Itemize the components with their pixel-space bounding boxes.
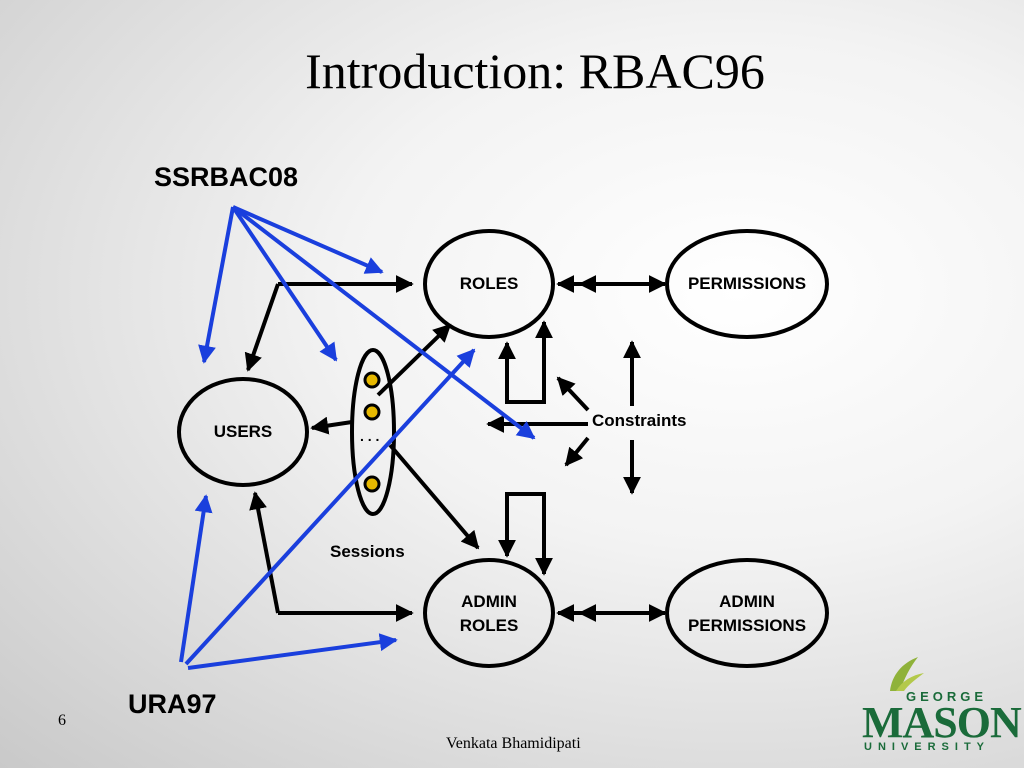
admin-role-hierarchy-loop (498, 492, 553, 576)
session-role-arrow (376, 323, 452, 397)
admin-permissions-label-line2: PERMISSIONS (687, 616, 807, 635)
logo-george: GEORGE (906, 689, 988, 704)
roles-node (423, 229, 555, 339)
session-dot (363, 403, 381, 421)
admin-roles-label-line1: ADMIN (461, 592, 517, 611)
leaf-icon (890, 657, 924, 691)
author-footer: Venkata Bhamidipati (446, 735, 581, 752)
permissions-node (665, 229, 829, 339)
constraints-upleft-arrow (556, 376, 590, 412)
logo-mason: MASON (862, 698, 1022, 747)
admin-roles-label-line2: ROLES (459, 616, 519, 635)
admin-roles-node (423, 558, 555, 668)
logo-university: UNIVERSITY (864, 741, 991, 753)
page-number: 6 (58, 712, 66, 729)
constraints-downleft-arrow (564, 436, 590, 467)
ura-arrow-roles (184, 348, 476, 666)
role-hierarchy-loop (498, 320, 553, 404)
roles-label: ROLES (459, 274, 519, 293)
gmu-logo: GEORGE MASON UNIVERSITY (860, 655, 1022, 755)
ura-label: URA97 (128, 689, 217, 719)
session-dot (363, 475, 381, 493)
ura-arrow-admin-ua (187, 633, 398, 670)
ssrbac-arrow-sessions (231, 205, 338, 362)
aua-arrow-users (249, 491, 280, 614)
ssrbac-label: SSRBAC08 (154, 162, 299, 192)
session-user-arrow (310, 416, 353, 435)
ssrbac-arrow-ua (232, 205, 384, 274)
sessions-ellipsis: . . . (360, 428, 380, 444)
permissions-label: PERMISSIONS (687, 274, 807, 293)
users-label: USERS (213, 422, 273, 441)
session-dot (363, 371, 381, 389)
users-node (177, 377, 309, 487)
ua-arrow-users (244, 283, 280, 372)
sessions-node (350, 348, 396, 516)
ssrbac-arrow-users (198, 206, 235, 364)
admin-permissions-node (665, 558, 829, 668)
constraints-label: Constraints (592, 411, 687, 430)
slide-title: Introduction: RBAC96 (305, 43, 765, 99)
session-admin-role-arrow (388, 443, 480, 550)
sessions-label: Sessions (330, 542, 405, 561)
ura-arrow-users (179, 494, 213, 663)
admin-permissions-label-line1: ADMIN (719, 592, 775, 611)
ssrbac-arrow-constraints (231, 205, 536, 440)
